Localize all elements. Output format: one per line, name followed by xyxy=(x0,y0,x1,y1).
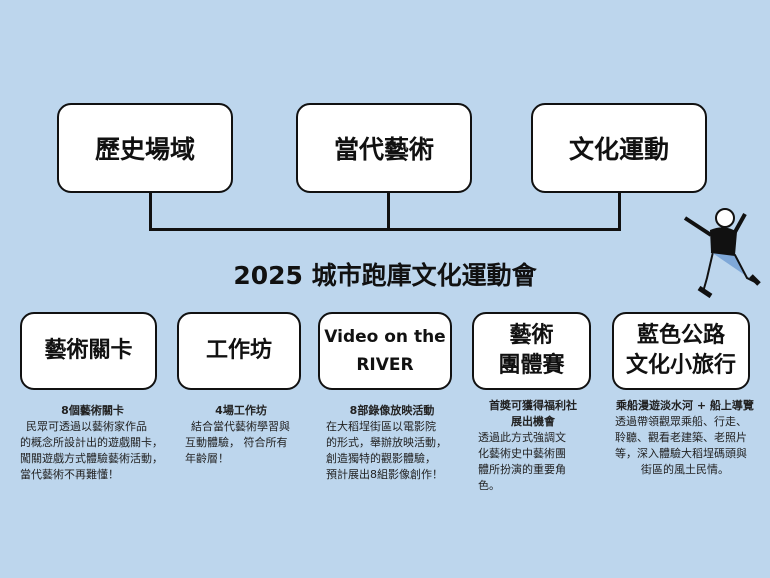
activity-box-workshop: 工作坊 xyxy=(177,312,301,390)
activity-label: 文化小旅行 xyxy=(625,353,736,378)
activity-label: 工作坊 xyxy=(205,338,272,364)
activity-box-blue-highway: 藍色公路文化小旅行 xyxy=(612,312,750,390)
desc-line: 年齡層！ xyxy=(185,452,229,465)
activity-box-group-contest: 藝術團體賽 xyxy=(472,312,591,390)
desc-line: 結合當代藝術學習與 xyxy=(191,420,290,433)
desc-heading: 展出機會 xyxy=(511,415,555,428)
activity-label: 藝術關卡 xyxy=(44,338,133,364)
desc-line: 創造獨特的觀影體驗， xyxy=(326,452,436,465)
desc-line: 聆聽、觀看老建築、老照片 xyxy=(615,431,747,444)
category-history: 歷史場域 xyxy=(57,103,233,193)
activity-label: 團體賽 xyxy=(498,353,565,378)
activity-label: 藍色公路 xyxy=(636,323,725,349)
connector xyxy=(149,228,621,231)
desc-line: 街區的風土民情。 xyxy=(641,463,729,476)
page-title: 2025 城市跑庫文化運動會 xyxy=(233,261,537,290)
activity-box-art-levels: 藝術關卡 xyxy=(20,312,157,390)
desc-line: 闖關遊戲方式體驗藝術活動， xyxy=(20,452,163,465)
desc-line: 化藝術史中藝術團 xyxy=(478,447,566,460)
desc-heading: 首奬可獲得福利社 xyxy=(489,399,577,412)
desc-line: 色。 xyxy=(478,479,500,492)
desc-line: 的形式，舉辦放映活動， xyxy=(326,436,447,449)
desc-line: 當代藝術不再難懂！ xyxy=(20,468,119,481)
activity-desc: 乘船漫遊淡水河 + 船上導覽 透過帶領觀眾乘船、行走、 聆聽、觀看老建築、老照片… xyxy=(615,398,755,478)
desc-heading: 乘船漫遊淡水河 + 船上導覽 xyxy=(616,399,754,412)
desc-line: 的概念所設計出的遊戲關卡， xyxy=(20,436,163,449)
activity-label: Video on the xyxy=(324,327,446,347)
activity-desc: 首奬可獲得福利社 展出機會 透過此方式強調文 化藝術史中藝術團 體所扮演的重要角… xyxy=(478,398,588,494)
category-culture-movement: 文化運動 xyxy=(531,103,707,193)
running-person-illustration xyxy=(683,208,761,299)
activity-label: 藝術 xyxy=(509,323,554,349)
category-contemporary-art: 當代藝術 xyxy=(296,103,472,193)
connector xyxy=(149,193,152,230)
desc-heading: 8個藝術關卡 xyxy=(61,404,124,417)
desc-line: 體所扮演的重要角 xyxy=(478,463,566,476)
activity-desc: 8個藝術關卡 民眾可透過以藝術家作品 的概念所設計出的遊戲關卡， 闖關遊戲方式體… xyxy=(20,403,165,483)
activity-desc: 4場工作坊 結合當代藝術學習與 互動體驗， 符合所有 年齡層！ xyxy=(185,403,297,467)
desc-line: 透過帶領觀眾乘船、行走、 xyxy=(615,415,747,428)
activity-label: RIVER xyxy=(356,355,414,375)
desc-line: 在大稻埕街區以電影院 xyxy=(326,420,436,433)
connector xyxy=(387,193,390,230)
desc-line: 透過此方式強調文 xyxy=(478,431,566,444)
desc-line: 預計展出8組影像創作！ xyxy=(326,468,443,481)
desc-heading: 4場工作坊 xyxy=(215,404,267,417)
connector xyxy=(618,193,621,230)
desc-line: 互動體驗， 符合所有 xyxy=(185,436,288,449)
desc-heading: 8部錄像放映活動 xyxy=(349,404,435,417)
desc-line: 民眾可透過以藝術家作品 xyxy=(26,420,147,433)
desc-line: 等，深入體驗大稻埕碼頭與 xyxy=(615,447,747,460)
activity-desc: 8部錄像放映活動 在大稻埕街區以電影院 的形式，舉辦放映活動， 創造獨特的觀影體… xyxy=(326,403,458,483)
